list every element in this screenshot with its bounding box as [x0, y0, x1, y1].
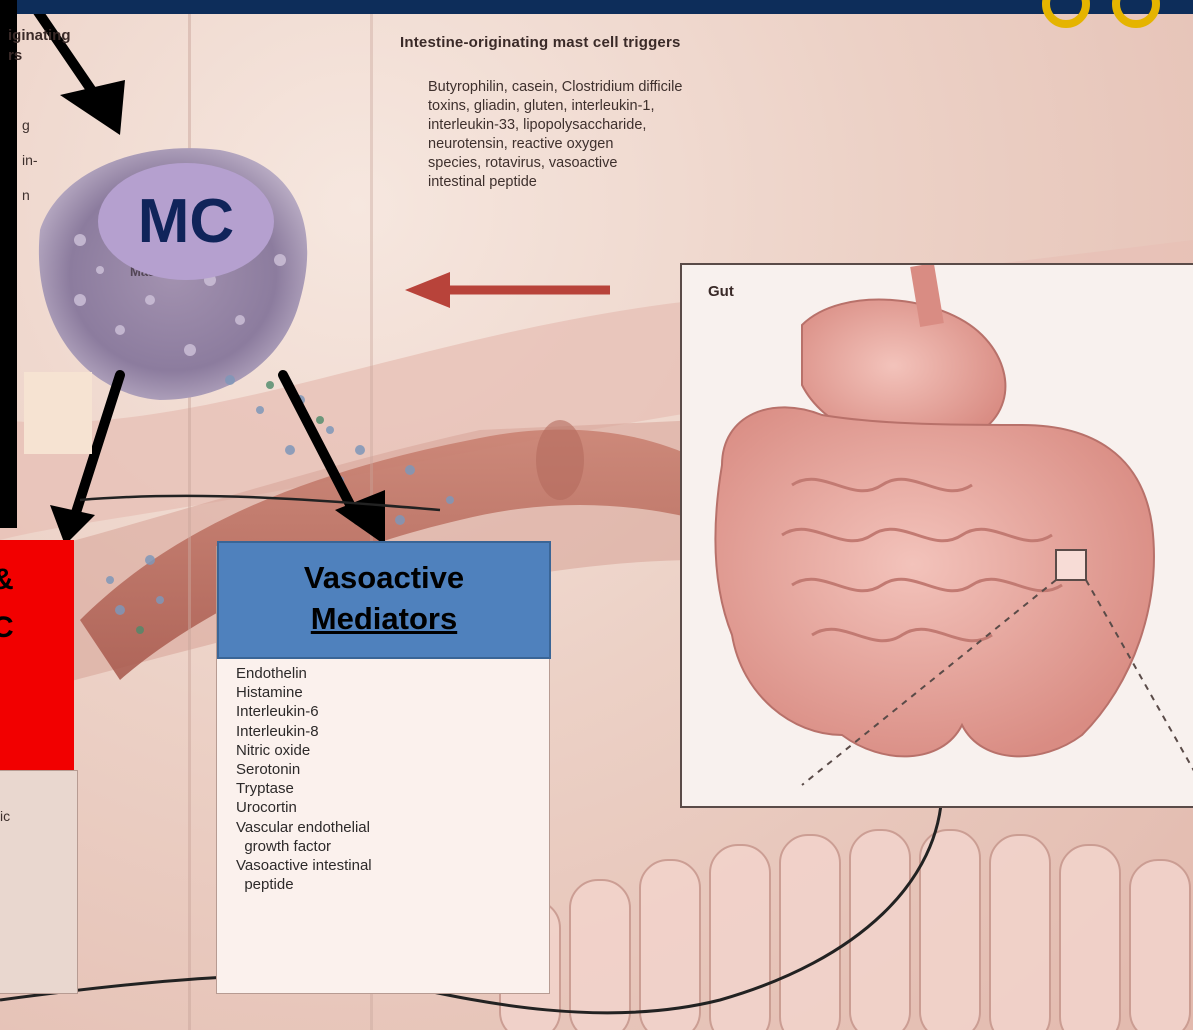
gut-illustration: [682, 265, 1193, 810]
vasoactive-mediators-box: Vasoactive Mediators: [217, 541, 551, 659]
left-fragment-line: iginating: [8, 26, 71, 46]
left-fragment-text: in-: [22, 143, 38, 178]
mediator-item: growth factor: [236, 837, 372, 856]
left-fragment-text: n: [22, 178, 38, 213]
red-box-char: C: [0, 604, 20, 652]
gut-panel: [680, 263, 1193, 808]
red-box-char: I: [0, 652, 20, 700]
trigger-line: intestinal peptide: [428, 173, 768, 192]
beige-square: [24, 372, 92, 454]
mast-cell-abbrev: MC: [138, 186, 234, 257]
mediator-item: peptide: [236, 875, 372, 894]
trigger-line: neurotensin, reactive oxygen: [428, 135, 768, 154]
mediators-title: Mediators: [219, 598, 549, 639]
gut-label: Gut: [708, 283, 734, 300]
trigger-line: toxins, gliadin, gluten, interleukin-1,: [428, 97, 768, 116]
red-box-text: & C I: [0, 556, 20, 700]
intestine-triggers-title: Intestine-originating mast cell triggers: [400, 34, 681, 51]
left-panel-fragment: ic: [0, 808, 10, 824]
mediator-item: Serotonin: [236, 760, 372, 779]
trigger-line: interleukin-33, lipopolysaccharide,: [428, 116, 768, 135]
slide-top-bar: [0, 0, 1193, 14]
red-box-char: &: [0, 556, 20, 604]
left-triggers-fragment: iginating rs: [8, 26, 71, 66]
left-black-bar: [0, 0, 17, 528]
left-fragment-text: g: [22, 108, 38, 143]
mediator-item: Vasoactive intestinal: [236, 856, 372, 875]
mediator-item: Vascular endothelial: [236, 818, 372, 837]
mediator-item: Nitric oxide: [236, 741, 372, 760]
mediator-item: Interleukin-8: [236, 722, 372, 741]
mediator-item: Urocortin: [236, 798, 372, 817]
mediator-item: Tryptase: [236, 779, 372, 798]
vasoactive-title: Vasoactive: [219, 557, 549, 598]
trigger-line: species, rotavirus, vasoactive: [428, 154, 768, 173]
left-text-fragment: g in- n: [22, 108, 38, 213]
mast-cell-label: MC: [98, 163, 274, 280]
mediator-item: Histamine: [236, 683, 372, 702]
left-fragment-line: rs: [8, 46, 71, 66]
left-mediator-panel: [0, 770, 78, 994]
intestine-triggers-list: Butyrophilin, casein, Clostridium diffic…: [428, 78, 768, 192]
mediators-list: Endothelin Histamine Interleukin-6 Inter…: [236, 664, 372, 894]
mediator-item: Endothelin: [236, 664, 372, 683]
mediator-item: Interleukin-6: [236, 702, 372, 721]
trigger-line: Butyrophilin, casein, Clostridium diffic…: [428, 78, 768, 97]
